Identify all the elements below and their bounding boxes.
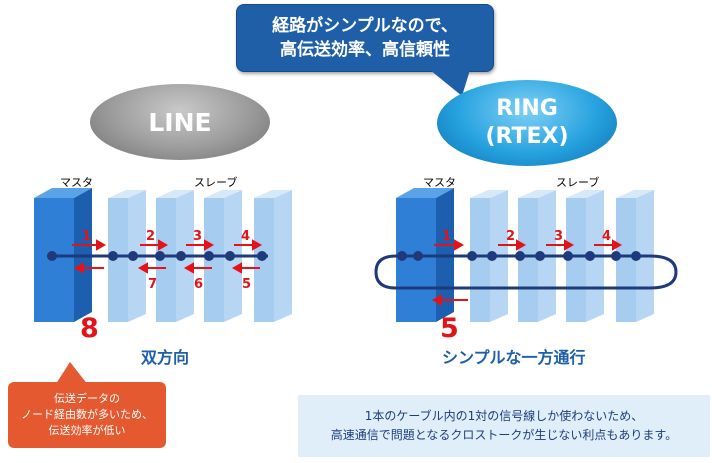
left-callout-line2: ノード経由数が多いため、 <box>21 408 153 421</box>
left-callout-line3: 伝送効率が低い <box>48 424 126 437</box>
left-callout: 伝送データの ノード経由数が多いため、 伝送効率が低い <box>8 382 166 448</box>
line-label: LINE <box>148 107 212 137</box>
line-ret-7: 7 <box>148 277 157 292</box>
line-caption: 双方向 <box>141 348 190 367</box>
left-callout-line1: 伝送データの <box>54 392 120 405</box>
ring-fwd-1: 1 <box>442 229 451 244</box>
ring-caption: シンプルな一方通行 <box>442 348 586 367</box>
line-fwd-1: 1 <box>82 229 91 244</box>
line-master-label: マスタ <box>60 176 93 189</box>
ring-fwd-2: 2 <box>506 229 515 244</box>
top-callout-line1: 経路がシンプルなので、 <box>272 16 458 36</box>
note-line2: 高速通信で問題となるクロストークが生じない利点もあります。 <box>330 428 678 442</box>
ring-slave-label: スレーブ <box>556 176 600 189</box>
ring-total: 5 <box>440 313 459 344</box>
note-box: 1本のケーブル内の1対の信号線しか使わないため、 高速通信で問題となるクロストー… <box>298 395 710 457</box>
line-fwd-2: 2 <box>146 229 155 244</box>
ring-ellipse: RING (RTEX) <box>437 80 617 166</box>
line-fwd-4: 4 <box>241 229 250 244</box>
ring-fwd-3: 3 <box>554 229 563 244</box>
top-callout-line2: 高伝送効率、高信頼性 <box>280 40 450 60</box>
line-fwd-3: 3 <box>193 229 202 244</box>
line-ret-5: 5 <box>242 277 251 292</box>
rtex-label: (RTEX) <box>485 124 569 149</box>
line-ret-6: 6 <box>194 277 203 292</box>
note-line1: 1本のケーブル内の1対の信号線しか使わないため、 <box>364 409 644 423</box>
line-total: 8 <box>80 313 99 344</box>
line-ellipse: LINE <box>90 84 270 160</box>
ring-label: RING <box>496 96 558 121</box>
line-slave-label: スレーブ <box>194 176 238 189</box>
ring-fwd-4: 4 <box>602 229 611 244</box>
ring-master-label: マスタ <box>423 176 456 189</box>
top-callout: 経路がシンプルなので、 高伝送効率、高信頼性 <box>236 4 494 72</box>
